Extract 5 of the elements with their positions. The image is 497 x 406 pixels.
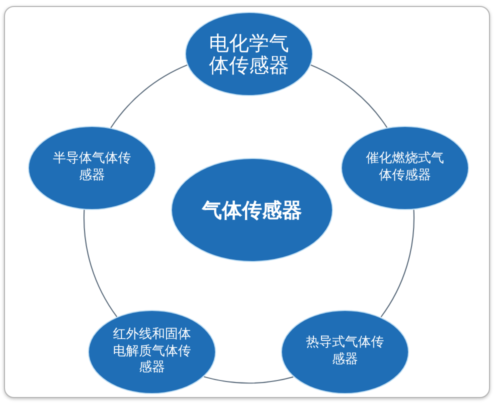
- connector-arc: [310, 64, 388, 128]
- connector-arc: [110, 64, 188, 128]
- connector-arc: [84, 210, 118, 318]
- connector-arc: [204, 376, 294, 384]
- connector-arc: [380, 210, 414, 318]
